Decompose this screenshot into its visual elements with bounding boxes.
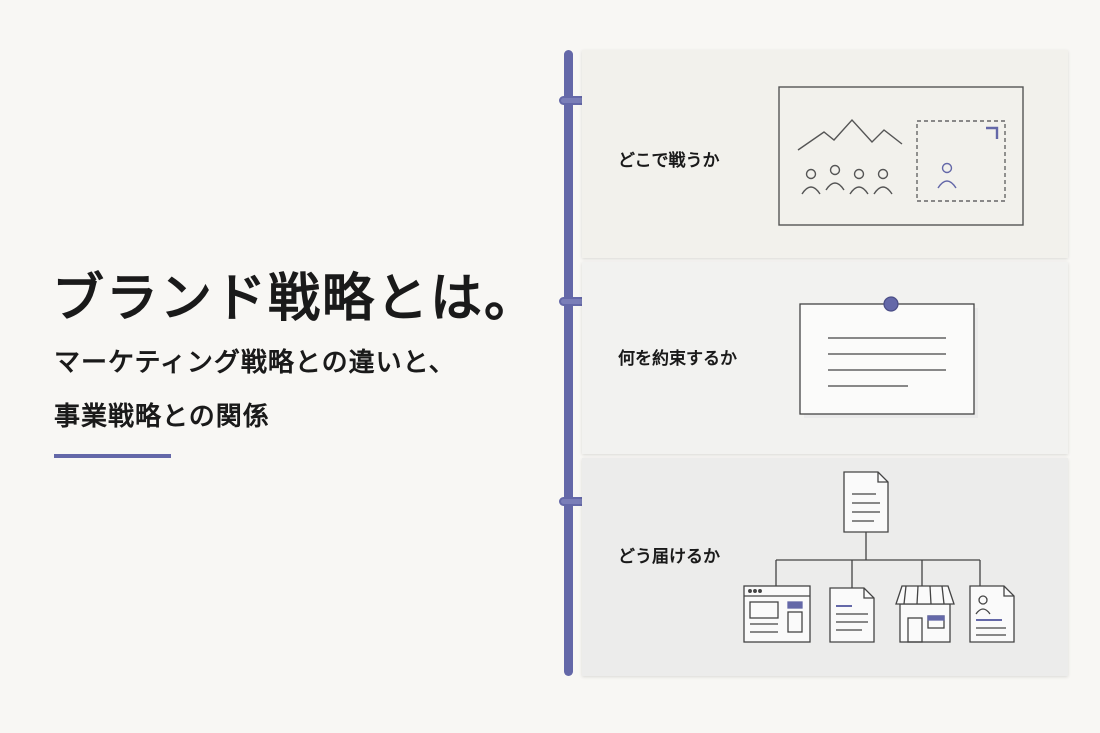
market-landscape-icon [778, 86, 1024, 226]
panel-what-to-promise: 何を約束するか [582, 262, 1068, 454]
page-title: ブランド戦略とは。 [52, 269, 539, 329]
subtitle-line-1: マーケティング戦略との違いと、 [54, 348, 456, 378]
panel-how-to-deliver: どう届けるか [582, 458, 1068, 676]
binder-spine [564, 50, 573, 676]
subtitle-line-2: 事業戦略との関係 [54, 402, 270, 432]
panel-label: どこで戦うか [618, 151, 720, 171]
panel-where-to-compete: どこで戦うか [582, 50, 1068, 258]
page-subtitle: マーケティング戦略との違いと、 事業戦略との関係 [54, 336, 456, 444]
accent-underline [54, 454, 171, 458]
panel-label: どう届けるか [618, 547, 720, 567]
channel-tree-icon [743, 471, 1015, 643]
panel-label: 何を約束するか [618, 349, 737, 369]
pinned-note-icon [799, 296, 978, 418]
